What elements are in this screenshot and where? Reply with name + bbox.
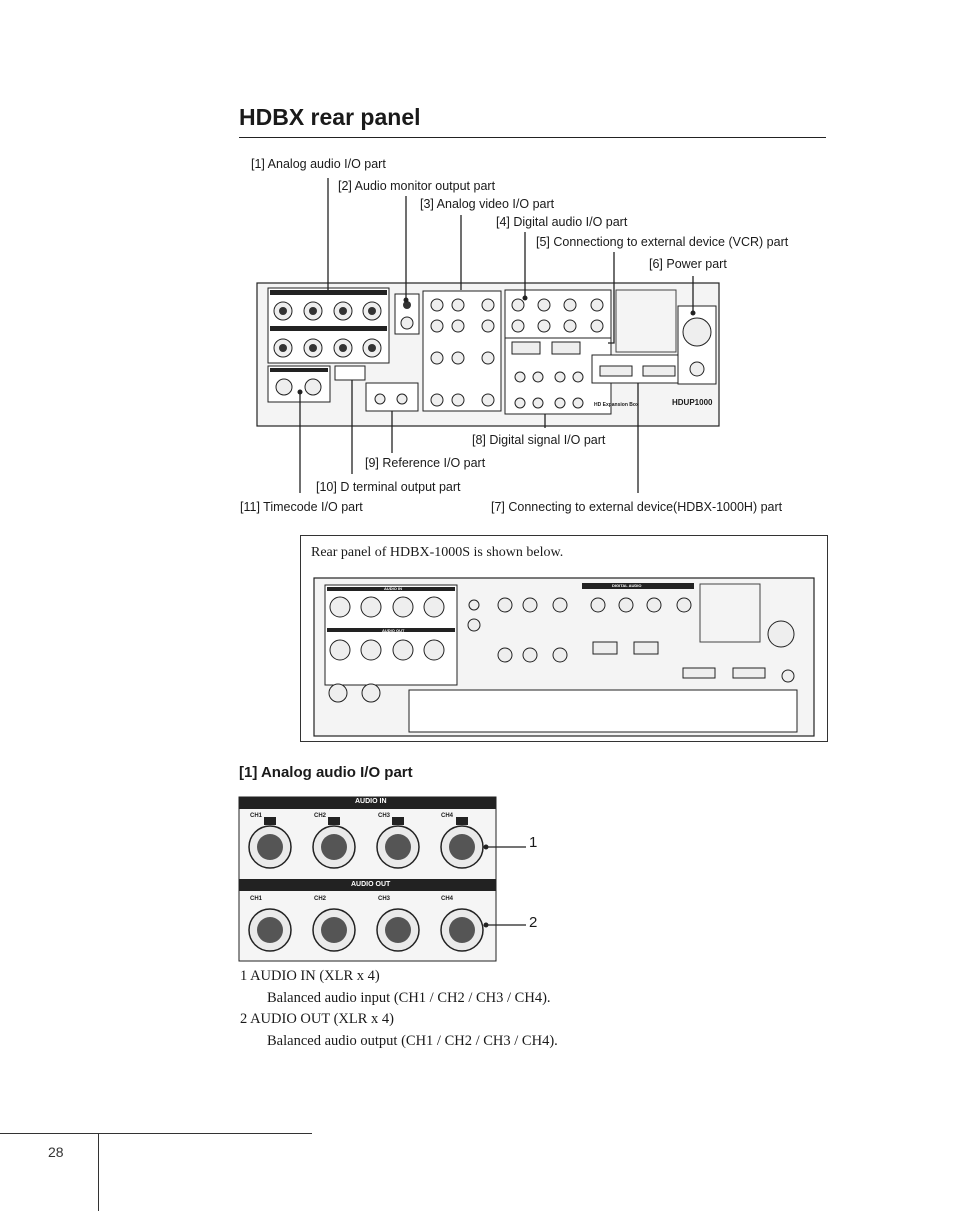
section-heading: [1] Analog audio I/O part xyxy=(239,764,413,781)
footer-divider xyxy=(98,1133,99,1211)
out-ch3-label: CH3 xyxy=(378,896,391,902)
ch4-label: CH4 xyxy=(441,813,454,819)
item-1-desc: Balanced audio input (CH1 / CH2 / CH3 / … xyxy=(267,990,551,1006)
panel-brand-text: HD Expansion Box xyxy=(594,402,639,408)
callout-7: [7] Connecting to external device(HDBX-1… xyxy=(491,500,783,514)
callout-9: [9] Reference I/O part xyxy=(365,456,486,470)
legend-1: 1 xyxy=(529,834,538,851)
audio-out-label: AUDIO OUT xyxy=(351,881,391,888)
callout-2: [2] Audio monitor output part xyxy=(338,179,496,193)
footer-rule xyxy=(0,1133,312,1134)
note-text: Rear panel of HDBX-1000S is shown below. xyxy=(311,545,564,560)
page-title: HDBX rear panel xyxy=(239,104,421,130)
ch2-label: CH2 xyxy=(314,813,327,819)
audio-in-label: AUDIO IN xyxy=(355,798,387,805)
item-2-desc: Balanced audio output (CH1 / CH2 / CH3 /… xyxy=(267,1033,558,1049)
callout-8: [8] Digital signal I/O part xyxy=(472,433,606,447)
out-ch1-label: CH1 xyxy=(250,896,263,902)
page-number: 28 xyxy=(48,1144,64,1160)
s-digital-audio-label: DIGITAL AUDIO xyxy=(612,583,642,588)
ch1-label: CH1 xyxy=(250,813,263,819)
callout-10: [10] D terminal output part xyxy=(316,480,461,494)
s-audio-out-label: AUDIO OUT xyxy=(382,628,405,633)
title-rule xyxy=(239,137,826,138)
note-box xyxy=(300,535,828,742)
item-1-title: 1 AUDIO IN (XLR x 4) xyxy=(240,968,380,984)
callout-11: [11] Timecode I/O part xyxy=(240,500,363,514)
callout-4: [4] Digital audio I/O part xyxy=(496,215,628,229)
out-ch4-label: CH4 xyxy=(441,896,454,902)
ch3-label: CH3 xyxy=(378,813,391,819)
panel-logo: HDUP1000 xyxy=(672,398,713,407)
callout-3: [3] Analog video I/O part xyxy=(420,197,555,211)
legend-2: 2 xyxy=(529,914,538,931)
out-ch2-label: CH2 xyxy=(314,896,327,902)
callout-6: [6] Power part xyxy=(649,257,727,271)
callout-5: [5] Connectiong to external device (VCR)… xyxy=(536,235,789,249)
callout-1: [1] Analog audio I/O part xyxy=(251,157,386,171)
s-audio-in-label: AUDIO IN xyxy=(384,586,402,591)
item-2-title: 2 AUDIO OUT (XLR x 4) xyxy=(240,1011,394,1027)
